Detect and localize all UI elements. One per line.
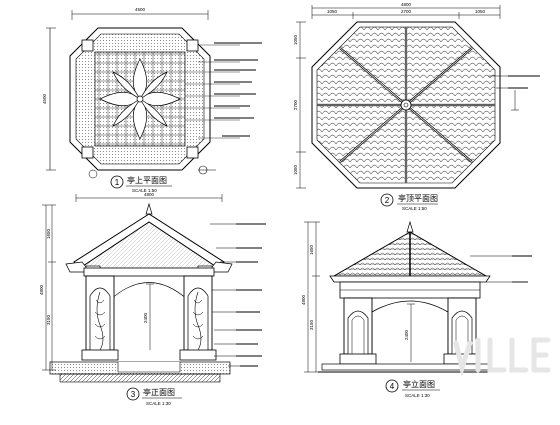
v4-ground-plinth xyxy=(321,363,493,371)
v4-number-circle xyxy=(385,379,399,393)
v3-mid-dimension: 2400 xyxy=(143,283,154,350)
v3-number-circle xyxy=(126,387,140,401)
v3-top-dim-label: 4800 xyxy=(144,192,155,197)
v1-number: 1 xyxy=(115,178,120,187)
v4-left-a: 1650 xyxy=(309,244,314,255)
view-4-side-elevation: 4800 1650 3150 2400 xyxy=(301,220,532,398)
v1-number-circle xyxy=(110,175,124,189)
v1-leader-lines xyxy=(185,44,240,139)
v2-left-dimension: 1050 2700 1050 xyxy=(293,21,306,189)
v2-title-block: 2 亭顶平面图 SCALE 1:50 xyxy=(380,193,438,211)
v2-top-b: 2700 xyxy=(401,9,412,14)
v4-right-column xyxy=(447,297,477,355)
v2-left-a: 1050 xyxy=(293,34,298,45)
v3-leader-notes xyxy=(210,223,266,367)
v4-central-arch xyxy=(371,300,449,362)
v4-title: 亭立面图 xyxy=(403,379,435,389)
v4-scale: SCALE 1:30 xyxy=(405,393,430,398)
v2-title: 亭顶平面图 xyxy=(398,193,438,203)
v1-outer-octagon xyxy=(69,27,211,171)
v1-flower-motif xyxy=(99,58,181,140)
v4-left-dimension: 4800 1650 3150 xyxy=(301,221,320,373)
v2-ridge-inner-lines xyxy=(317,27,495,183)
v3-footing xyxy=(59,373,221,383)
v3-top-dimension: 4800 xyxy=(75,192,223,202)
v2-top-total: 4800 xyxy=(401,2,412,7)
v4-mid-dimension: 2400 xyxy=(404,303,415,362)
v3-number: 3 xyxy=(131,390,136,399)
v3-left-a: 1650 xyxy=(46,228,51,239)
v4-column-bases xyxy=(339,353,481,365)
v3-mid-label: 2400 xyxy=(143,312,148,323)
v1-section-marker xyxy=(198,165,216,175)
view-2-roof-plan: 4800 1050 2700 1050 1050 2700 1050 xyxy=(293,2,540,211)
v2-scale: SCALE 1:50 xyxy=(402,206,427,211)
v1-top-dimension: 4500 xyxy=(71,7,209,20)
v4-leader-notes xyxy=(470,255,532,283)
v1-column-bases xyxy=(81,39,199,159)
v3-finial xyxy=(145,202,153,215)
v1-top-dim-label: 4500 xyxy=(135,7,146,12)
v1-leader-notes xyxy=(214,42,262,137)
v1-title-block: 1 亭上平面图 SCALE 1:50 xyxy=(88,169,172,193)
v4-left-b: 3150 xyxy=(309,319,314,330)
v3-left-column xyxy=(85,275,115,351)
v3-left-b: 3150 xyxy=(46,314,51,325)
v4-left-total: 4800 xyxy=(301,294,306,305)
view-1-plan: 4500 4500 xyxy=(42,7,262,193)
v3-title: 亭正面图 xyxy=(143,387,175,397)
v3-title-block: 3 亭正面图 SCALE 1:30 xyxy=(126,387,182,406)
v3-scale: SCALE 1:30 xyxy=(146,401,171,406)
v4-title-block: 4 亭立面图 SCALE 1:30 xyxy=(385,379,440,398)
v2-top-a: 1050 xyxy=(327,9,338,14)
v4-number: 4 xyxy=(390,382,395,391)
v3-right-column xyxy=(183,275,213,351)
v2-leader-notes xyxy=(488,75,540,111)
v2-number-circle xyxy=(380,193,394,207)
v3-interior-arch xyxy=(109,282,189,350)
v4-finial xyxy=(406,220,414,233)
v1-left-dimension: 4500 xyxy=(42,27,56,171)
v4-left-column xyxy=(343,297,373,355)
v3-column-bases xyxy=(81,349,217,361)
v1-title: 亭上平面图 xyxy=(127,175,167,185)
v3-left-total: 4800 xyxy=(39,284,44,295)
v2-roof-apex xyxy=(400,99,412,111)
v1-scale: SCALE 1:50 xyxy=(132,188,157,193)
v2-number: 2 xyxy=(385,196,390,205)
view-3-front-elevation: 4800 4800 1650 3150 xyxy=(39,192,266,406)
v1-left-dim-label: 4500 xyxy=(42,93,47,104)
v2-left-c: 1050 xyxy=(293,164,298,175)
v2-top-dimension: 4800 1050 2700 1050 xyxy=(311,2,501,19)
v3-beam xyxy=(83,267,215,277)
v2-left-b: 2700 xyxy=(293,99,298,110)
v3-left-dimension: 4800 1650 3150 xyxy=(39,204,56,371)
v2-roof-outline xyxy=(311,21,501,189)
v4-mid-label: 2400 xyxy=(404,329,409,340)
v2-top-c: 1050 xyxy=(475,9,486,14)
